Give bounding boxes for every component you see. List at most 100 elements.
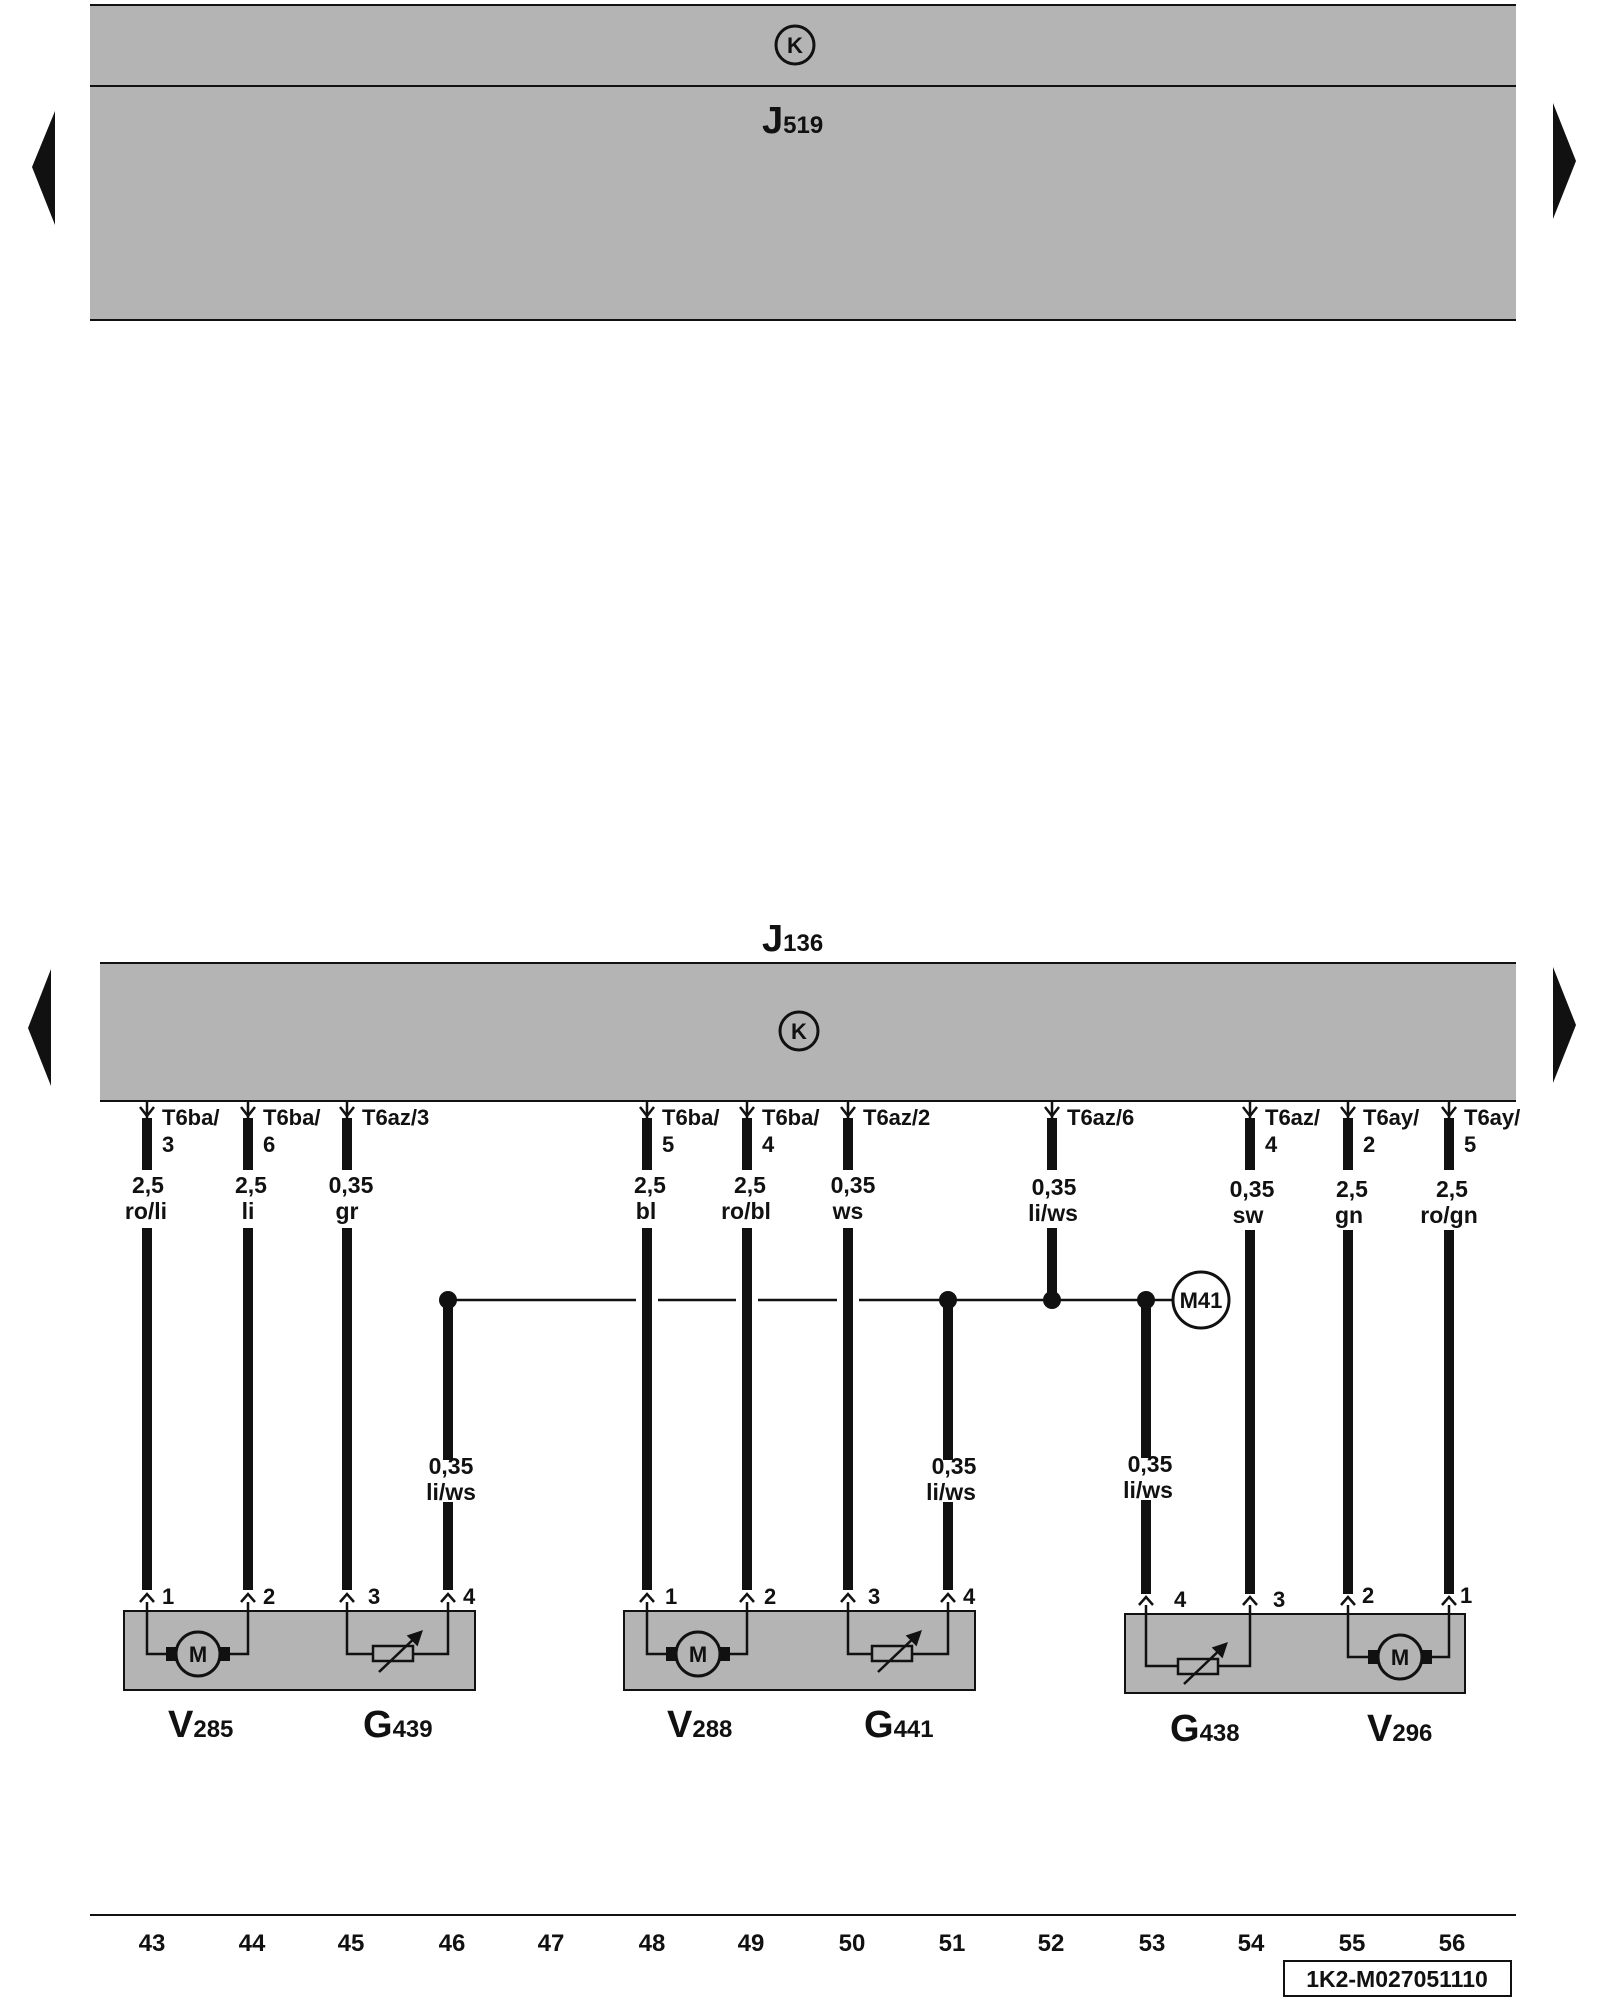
svg-text:0,35: 0,35 [429, 1453, 474, 1479]
svg-text:6: 6 [263, 1132, 275, 1157]
prev-page-arrow-lower[interactable] [28, 969, 51, 1086]
svg-text:1: 1 [665, 1584, 677, 1609]
svg-text:1: 1 [1460, 1583, 1472, 1608]
svg-text:2,5: 2,5 [634, 1172, 666, 1198]
svg-text:M: M [1391, 1645, 1409, 1670]
svg-text:5: 5 [662, 1132, 674, 1157]
svg-text:T6az/2: T6az/2 [863, 1105, 930, 1130]
svg-text:sw: sw [1233, 1202, 1264, 1228]
svg-text:T6ba/: T6ba/ [162, 1105, 219, 1130]
svg-text:46: 46 [439, 1930, 466, 1957]
svg-text:gr: gr [336, 1198, 359, 1224]
svg-text:47: 47 [538, 1930, 565, 1957]
wire-labels-mid: 0,35 li/ws 0,35 li/ws 0,35 li/ws [426, 1451, 1173, 1505]
svg-text:T6ay/: T6ay/ [1464, 1105, 1520, 1130]
svg-text:li: li [242, 1198, 255, 1224]
connector-labels: T6ba/ 3 T6ba/ 6 T6az/3 T6ba/ 5 T6ba/ 4 T… [162, 1105, 1520, 1157]
svg-text:ro/li: ro/li [125, 1198, 167, 1224]
svg-text:56: 56 [1439, 1930, 1466, 1957]
svg-text:li/ws: li/ws [1123, 1477, 1173, 1503]
component-g441-label: G441 [864, 1704, 934, 1746]
svg-text:44: 44 [239, 1930, 266, 1957]
svg-text:54: 54 [1238, 1930, 1265, 1957]
svg-text:T6ba/: T6ba/ [263, 1105, 320, 1130]
control-unit-j519: K J519 [90, 4, 1516, 321]
svg-text:4: 4 [762, 1132, 775, 1157]
svg-text:ro/bl: ro/bl [721, 1198, 771, 1224]
svg-text:51: 51 [939, 1930, 966, 1957]
control-unit-j519-label: J519 [762, 100, 823, 142]
wire-labels-top: 2,5 ro/li 2,5 li 0,35 gr 2,5 bl 2,5 ro/b… [125, 1172, 1478, 1228]
svg-text:2: 2 [263, 1584, 275, 1609]
svg-text:50: 50 [839, 1930, 866, 1957]
wires-thick [142, 1118, 1454, 1594]
svg-text:4: 4 [1174, 1587, 1187, 1612]
next-page-arrow-upper[interactable] [1553, 103, 1576, 219]
svg-text:3: 3 [368, 1584, 380, 1609]
motor-icon: M [666, 1630, 730, 1678]
svg-text:55: 55 [1339, 1930, 1366, 1957]
control-unit-j136: J136 K [100, 918, 1516, 1102]
svg-text:T6ba/: T6ba/ [662, 1105, 719, 1130]
actuator-module-2: M V288 G441 [623, 1602, 976, 1746]
pin-connectors [139, 1592, 1457, 1606]
motor-icon: M [1368, 1633, 1432, 1681]
svg-text:3: 3 [868, 1584, 880, 1609]
svg-text:li/ws: li/ws [426, 1479, 476, 1505]
potentiometer-icon [1144, 1605, 1252, 1685]
svg-text:3: 3 [162, 1132, 174, 1157]
ground-point-m41: M41 [1171, 1270, 1231, 1330]
track-numbers: 43 44 45 46 47 48 49 50 51 52 53 54 55 5… [139, 1930, 1466, 1957]
svg-text:T6az/: T6az/ [1265, 1105, 1320, 1130]
svg-text:ws: ws [832, 1198, 864, 1224]
svg-text:5: 5 [1464, 1132, 1476, 1157]
potentiometer-icon [846, 1602, 950, 1673]
svg-text:2: 2 [1363, 1132, 1375, 1157]
component-v288-label: V288 [667, 1704, 732, 1746]
junction-dots [439, 1291, 1155, 1309]
svg-text:2: 2 [764, 1584, 776, 1609]
svg-text:1: 1 [162, 1584, 174, 1609]
svg-text:2,5: 2,5 [734, 1172, 766, 1198]
svg-text:0,35: 0,35 [329, 1172, 374, 1198]
svg-text:2,5: 2,5 [132, 1172, 164, 1198]
svg-text:0,35: 0,35 [1230, 1176, 1275, 1202]
svg-text:li/ws: li/ws [1028, 1200, 1078, 1226]
svg-text:1K2-M027051110: 1K2-M027051110 [1306, 1966, 1488, 1992]
component-v285-label: V285 [168, 1704, 233, 1746]
connector-symbols [139, 1101, 1457, 1119]
svg-text:K: K [791, 1019, 807, 1044]
svg-text:2,5: 2,5 [1336, 1176, 1368, 1202]
component-g439-label: G439 [363, 1704, 433, 1746]
component-g438-label: G438 [1170, 1708, 1240, 1750]
svg-text:4: 4 [463, 1584, 476, 1609]
svg-text:M41: M41 [1180, 1288, 1223, 1313]
pin-numbers: 1 2 3 4 1 2 3 4 4 3 2 1 [162, 1583, 1472, 1612]
svg-text:52: 52 [1038, 1930, 1065, 1957]
svg-text:2,5: 2,5 [1436, 1176, 1468, 1202]
actuator-module-3: M G438 V296 [1124, 1605, 1466, 1750]
svg-text:K: K [787, 33, 803, 58]
svg-text:4: 4 [1265, 1132, 1278, 1157]
svg-text:2: 2 [1362, 1583, 1374, 1608]
svg-text:M: M [689, 1642, 707, 1667]
prev-page-arrow-upper[interactable] [32, 111, 55, 225]
svg-text:48: 48 [639, 1930, 666, 1957]
k-marker-icon: K [778, 1010, 820, 1052]
svg-text:0,35: 0,35 [1128, 1451, 1173, 1477]
svg-text:0,35: 0,35 [932, 1453, 977, 1479]
document-id-box: 1K2-M027051110 [1283, 1960, 1512, 1997]
next-page-arrow-lower[interactable] [1553, 967, 1576, 1083]
svg-text:49: 49 [738, 1930, 765, 1957]
svg-text:T6az/6: T6az/6 [1067, 1105, 1134, 1130]
svg-text:0,35: 0,35 [1032, 1174, 1077, 1200]
svg-text:bl: bl [636, 1198, 656, 1224]
svg-text:gn: gn [1335, 1202, 1363, 1228]
k-marker-icon: K [774, 24, 816, 66]
svg-text:T6ay/: T6ay/ [1363, 1105, 1419, 1130]
svg-text:2,5: 2,5 [235, 1172, 267, 1198]
motor-icon: M [166, 1630, 230, 1678]
svg-text:0,35: 0,35 [831, 1172, 876, 1198]
svg-text:43: 43 [139, 1930, 166, 1957]
